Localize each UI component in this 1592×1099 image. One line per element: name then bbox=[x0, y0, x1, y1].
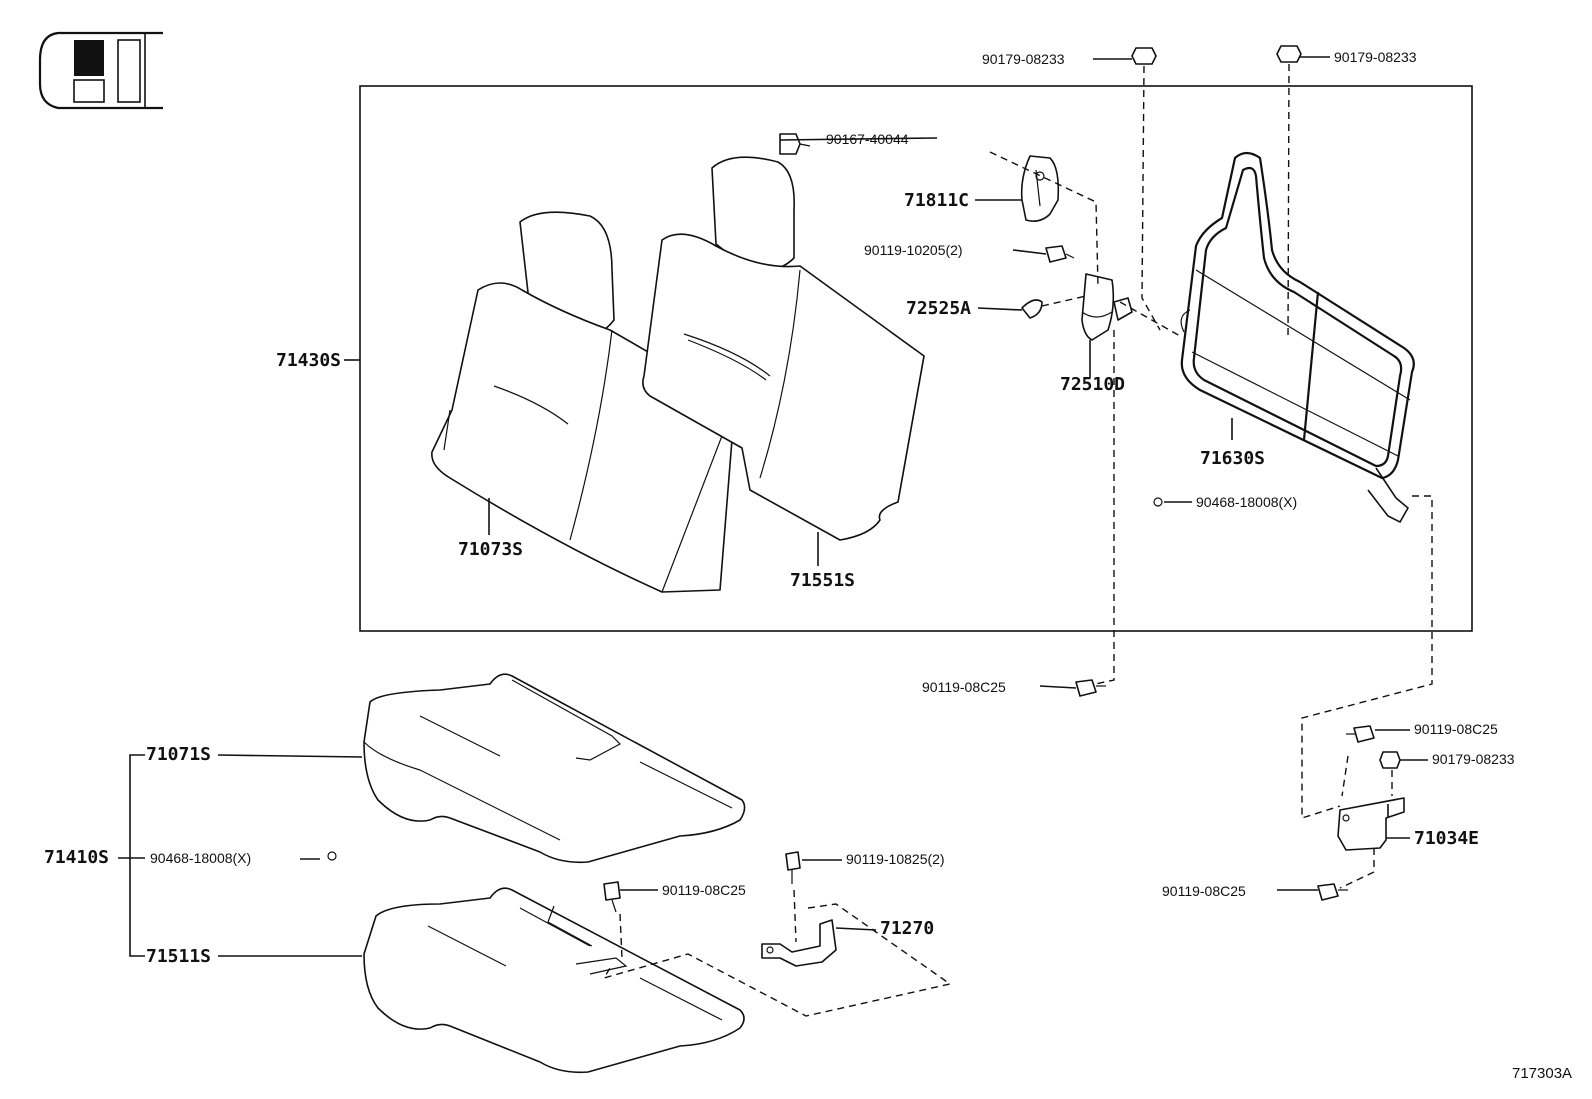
label-90179-08233-a: 90179-08233 bbox=[982, 51, 1065, 67]
label-72525A: 72525A bbox=[906, 298, 972, 319]
label-90119-10825: 90119-10825(2) bbox=[846, 851, 945, 867]
label-71811C: 71811C bbox=[904, 190, 970, 211]
label-90179-08233-b: 90179-08233 bbox=[1334, 49, 1417, 65]
leader-lines-top bbox=[344, 56, 1433, 819]
label-71071S: 71071S bbox=[146, 744, 212, 765]
label-71551S: 71551S bbox=[790, 570, 856, 591]
seatback-assembly-frame bbox=[359, 85, 1473, 632]
label-71270: 71270 bbox=[880, 918, 935, 939]
label-71073S: 71073S bbox=[458, 539, 524, 560]
seatback-71551S bbox=[642, 156, 925, 541]
label-71034E: 71034E bbox=[1414, 828, 1480, 849]
label-90468-18008-upper: 90468-18008(X) bbox=[1196, 494, 1298, 510]
seatback-frame-71630S bbox=[1180, 151, 1415, 524]
seat-location-icon bbox=[38, 31, 163, 110]
label-71410S: 71410S bbox=[44, 847, 110, 868]
label-90167-40044: 90167-40044 bbox=[826, 131, 909, 147]
label-90119-08C25-right-upper: 90119-08C25 bbox=[1414, 721, 1498, 737]
seat-cushion-71071S bbox=[363, 673, 746, 864]
label-90119-08C25-cushion: 90119-08C25 bbox=[662, 882, 746, 898]
label-90468-18008-lower: 90468-18008(X) bbox=[150, 850, 252, 866]
label-71630S: 71630S bbox=[1200, 448, 1266, 469]
fasteners-top bbox=[779, 45, 1302, 263]
label-72510D: 72510D bbox=[1060, 374, 1126, 395]
bracket-71270 bbox=[602, 851, 952, 1017]
bracket-71034E bbox=[1039, 679, 1428, 901]
seat-group-bracket-71410S bbox=[118, 754, 363, 957]
label-71430S: 71430S bbox=[276, 350, 342, 371]
label-71511S: 71511S bbox=[146, 946, 212, 967]
label-90119-08C25-center: 90119-08C25 bbox=[922, 679, 1006, 695]
label-90179-08233-right: 90179-08233 bbox=[1432, 751, 1515, 767]
hinge-parts bbox=[1020, 155, 1133, 341]
label-90119-10205: 90119-10205(2) bbox=[864, 242, 963, 258]
seat-cushion-frame-71511S bbox=[363, 887, 745, 1074]
label-90119-08C25-right-lower: 90119-08C25 bbox=[1162, 883, 1246, 899]
diagram-code: 717303A bbox=[1512, 1065, 1573, 1082]
